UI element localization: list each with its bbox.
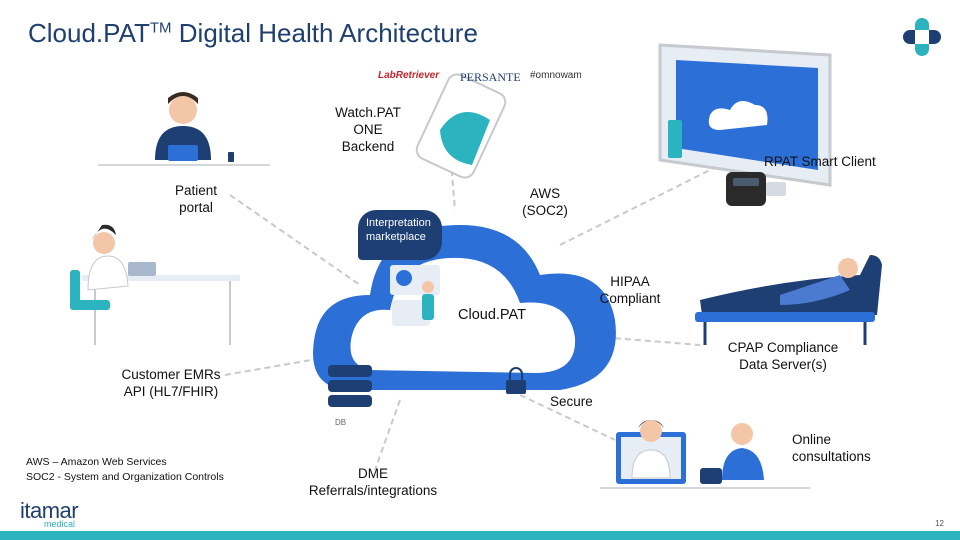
partner-logo-omnowam: #omnowam xyxy=(530,70,582,81)
page-number: 12 xyxy=(935,519,944,528)
footnote: AWS – Amazon Web Services SOC2 - System … xyxy=(26,456,224,483)
marketplace-bubble: Interpretation marketplace xyxy=(358,210,442,260)
label-cloudpat: Cloud.PAT xyxy=(458,307,526,323)
label-patient-portal: Patient portal xyxy=(174,183,218,215)
connector-online xyxy=(519,394,616,441)
monitor-illustration xyxy=(658,43,832,187)
label-watchpat-backend: Watch.PAT ONE Backend xyxy=(335,105,401,154)
bottom-accent-bar xyxy=(0,531,960,540)
label-customer-emrs: Customer EMRs API (HL7/FHIR) xyxy=(121,367,221,399)
brand-cross-icon xyxy=(903,18,941,56)
label-db: DB xyxy=(335,418,347,427)
itamar-logo-sub: medical xyxy=(44,519,76,529)
title-sup: TM xyxy=(149,19,172,37)
label-dme: DME Referrals/integrations xyxy=(308,466,438,498)
watchpat-device-icon xyxy=(726,172,786,206)
sleeping-patient-illustration xyxy=(695,255,882,345)
slide-title: Cloud.PATTM Digital Health Architecture xyxy=(28,18,478,49)
database-icon xyxy=(328,365,372,407)
label-rpat-smart-client: RPAT Smart Client xyxy=(764,154,876,169)
cloud-graphic xyxy=(313,225,616,390)
connector-dme xyxy=(374,399,401,471)
patient-desk-illustration xyxy=(98,92,270,166)
itamar-logo: itamar xyxy=(20,498,79,523)
online-consultation-illustration xyxy=(600,420,810,489)
title-main: Cloud.PAT xyxy=(28,18,150,48)
connector-smart-client xyxy=(559,164,721,246)
partner-logo-persante: PERSANTE xyxy=(460,70,521,84)
lock-icon xyxy=(506,367,526,394)
label-secure: Secure xyxy=(550,394,593,409)
watchpat-phone-illustration xyxy=(415,73,507,179)
label-hipaa: HIPAA Compliant xyxy=(599,274,661,306)
title-rest: Digital Health Architecture xyxy=(171,18,478,48)
connector-patient xyxy=(229,194,361,286)
clinician-laptop-illustration xyxy=(70,224,240,345)
label-online-consultations: Online consultations xyxy=(792,432,871,464)
label-cpap: CPAP Compliance Data Server(s) xyxy=(727,340,839,372)
label-aws: AWS (SOC2) xyxy=(522,186,568,218)
partner-logo-labretriever: LabRetriever xyxy=(378,70,440,81)
